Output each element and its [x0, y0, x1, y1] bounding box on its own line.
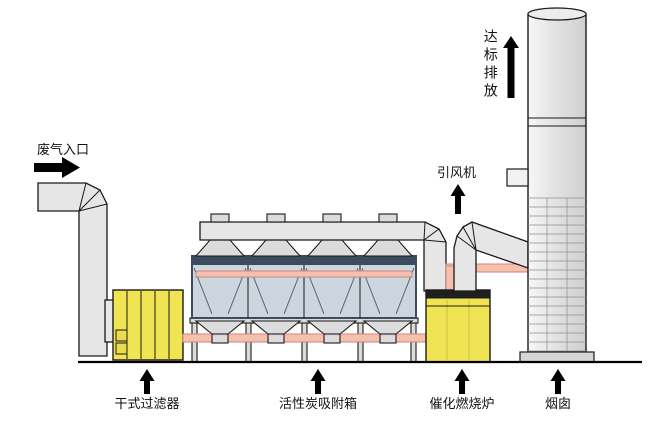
- chimney-pointer-arrow-icon: [550, 369, 566, 394]
- fan-label: 引风机: [437, 165, 477, 180]
- chimney-base: [519, 351, 595, 363]
- dry-filter: [112, 289, 184, 361]
- fan-duct: [453, 221, 529, 292]
- furnace-label: 催化燃烧炉: [429, 396, 495, 411]
- inlet-duct: [37, 182, 116, 357]
- adsorption-pointer-arrow-icon: [310, 369, 326, 394]
- inlet-label: 废气入口: [37, 142, 90, 157]
- chimney-label: 烟囱: [544, 396, 571, 411]
- filter-access-panel: [115, 342, 128, 355]
- pink-pipe-box: [195, 270, 413, 278]
- combustion-furnace: [425, 289, 491, 363]
- inlet-arrow-icon: [34, 157, 80, 178]
- chimney-port: [506, 168, 529, 187]
- discharge-label: 达标排放: [481, 29, 497, 101]
- adsorption-unit: [182, 213, 447, 363]
- discharge-arrow-icon: [503, 36, 519, 98]
- filter-access-panel: [115, 329, 128, 342]
- chimney: [506, 7, 595, 363]
- adsorption-label: 活性炭吸附箱: [278, 396, 357, 411]
- filter-pointer-arrow-icon: [139, 369, 155, 394]
- fan-arrow-icon: [450, 184, 466, 214]
- furnace-pointer-arrow-icon: [454, 369, 470, 394]
- filter-label: 干式过滤器: [114, 396, 180, 411]
